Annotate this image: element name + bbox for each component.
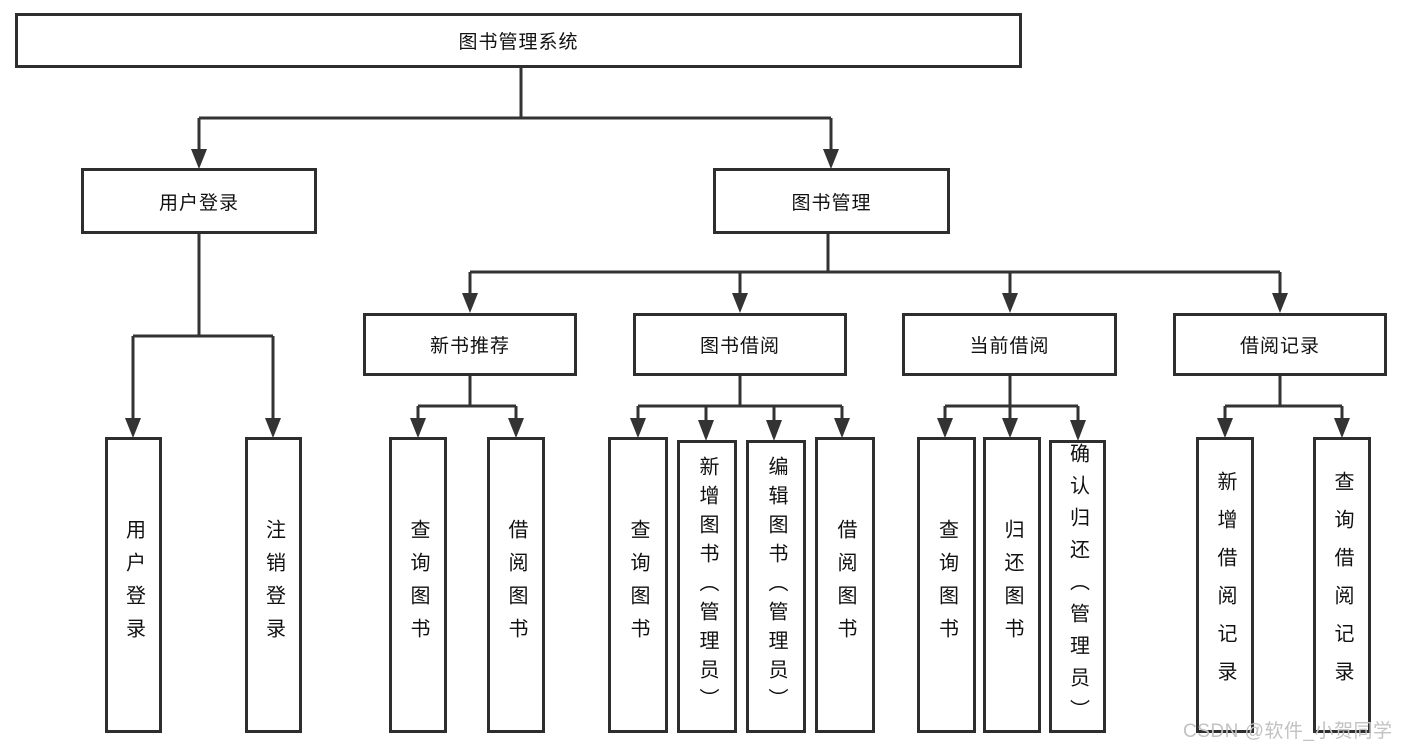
root-node-library-management-system: 图书管理系统 [15, 13, 1022, 68]
leaf-add-book-admin: 新增图书（管理员） [677, 440, 737, 733]
leaf-label: 编辑图书（管理员） [765, 456, 787, 717]
node-current-borrow: 当前借阅 [902, 313, 1117, 376]
leaf-label: 用户登录 [122, 519, 145, 651]
leaf-label: 注销登录 [262, 519, 285, 651]
leaf-query-books: 查询图书 [917, 437, 976, 733]
leaf-borrow-books: 借阅图书 [815, 437, 875, 733]
node-book-borrow: 图书借阅 [633, 313, 847, 376]
node-user-login: 用户登录 [81, 168, 317, 234]
leaf-label: 查询图书 [407, 519, 429, 651]
leaf-return-books: 归还图书 [983, 437, 1041, 733]
leaf-label: 查询图书 [935, 519, 958, 651]
leaf-label: 新增借阅记录 [1214, 471, 1236, 699]
leaf-label: 借阅图书 [505, 519, 527, 651]
leaf-query-borrow-record: 查询借阅记录 [1313, 437, 1371, 733]
csdn-watermark: CSDN @软件_小贺同学 [1183, 721, 1393, 742]
leaf-borrow-books: 借阅图书 [487, 437, 545, 733]
leaf-label: 借阅图书 [834, 519, 856, 651]
leaf-label: 新增图书（管理员） [696, 456, 718, 717]
leaf-confirm-return-admin: 确认归还（管理员） [1049, 440, 1106, 733]
node-new-book-recommend: 新书推荐 [363, 313, 577, 376]
leaf-label: 归还图书 [1001, 519, 1023, 651]
leaf-query-books: 查询图书 [389, 437, 447, 733]
leaf-edit-book-admin: 编辑图书（管理员） [746, 440, 806, 733]
leaf-label: 查询图书 [627, 519, 649, 651]
leaf-query-books: 查询图书 [608, 437, 668, 733]
leaf-user-logout: 注销登录 [245, 437, 302, 733]
node-book-management: 图书管理 [713, 168, 950, 234]
leaf-label: 确认归还（管理员） [1066, 443, 1089, 731]
node-borrow-record: 借阅记录 [1173, 313, 1387, 376]
leaf-label: 查询借阅记录 [1331, 471, 1353, 699]
leaf-add-borrow-record: 新增借阅记录 [1196, 437, 1254, 733]
leaf-user-login: 用户登录 [105, 437, 162, 733]
